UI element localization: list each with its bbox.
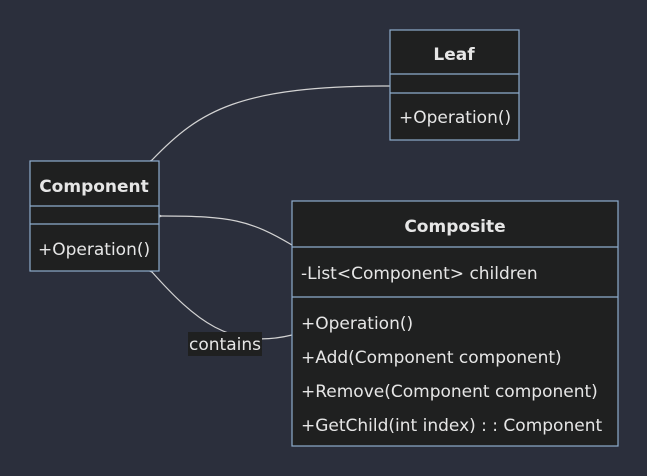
edge-label-text: contains xyxy=(189,335,261,355)
association-edge-contains xyxy=(152,272,293,340)
class-composite[interactable]: Composite -List<Component> children +Ope… xyxy=(291,200,619,447)
class-composite-attribute-0: -List<Component> children xyxy=(301,264,538,284)
edge-label-background xyxy=(188,332,262,356)
class-composite-method-1: +Add(Component component) xyxy=(301,348,562,368)
class-component[interactable]: Component +Operation() xyxy=(29,160,160,272)
class-leaf[interactable]: Leaf +Operation() xyxy=(389,29,520,141)
inheritance-edge-composite-component xyxy=(162,216,293,246)
class-composite-method-2: +Remove(Component component) xyxy=(301,382,598,402)
class-leaf-name: Leaf xyxy=(433,45,475,65)
class-composite-method-3: +GetChild(int index) : : Component xyxy=(301,416,602,436)
class-composite-name: Composite xyxy=(404,217,505,237)
class-component-name: Component xyxy=(39,177,149,197)
inheritance-edge-leaf-component xyxy=(152,85,391,160)
edge-label-contains: contains xyxy=(188,332,262,356)
class-leaf-box xyxy=(389,29,520,141)
class-composite-box xyxy=(291,200,619,447)
class-component-method-0: +Operation() xyxy=(38,240,150,260)
class-component-box xyxy=(29,160,160,272)
class-leaf-method-0: +Operation() xyxy=(399,108,511,128)
class-composite-method-0: +Operation() xyxy=(301,314,413,334)
relations: contains xyxy=(152,85,391,356)
